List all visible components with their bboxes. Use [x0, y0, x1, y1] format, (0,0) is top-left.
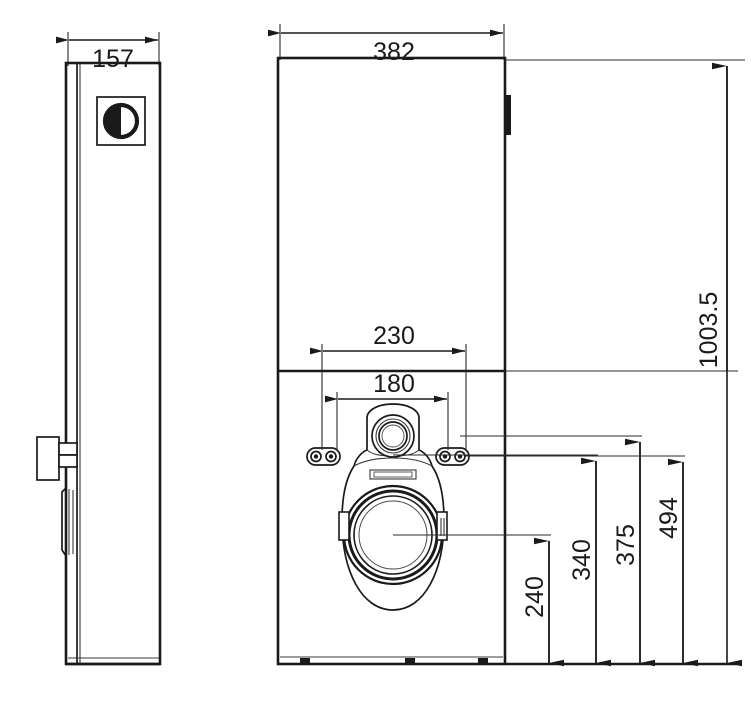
- side-view: 157: [36, 32, 162, 666]
- bolt-hole-slot-right: [435, 447, 470, 466]
- flush-plate-ring: [102, 102, 140, 140]
- dimension-382: 382: [268, 24, 505, 66]
- dimension-180: 180: [325, 370, 449, 450]
- soil-outlet-lug-left: [338, 511, 350, 541]
- front-foot-mid: [405, 658, 415, 663]
- front-foot-right: [478, 658, 488, 663]
- dimension-label-230: 230: [373, 322, 415, 350]
- front-cabinet-outline: [276, 56, 507, 666]
- dimension-label-180: 180: [373, 370, 415, 398]
- dimension-1003-5: 1003.5: [505, 59, 745, 667]
- inlet-collar-upper: [58, 442, 78, 456]
- cistern-door-hinge[interactable]: [506, 95, 511, 135]
- dimension-157: 157: [56, 32, 160, 73]
- front-foot-left: [300, 658, 310, 663]
- dimension-label-157: 157: [92, 45, 134, 73]
- dimension-230: 230: [310, 322, 467, 450]
- inspection-panel-face[interactable]: [61, 485, 67, 559]
- dimension-340: 340: [393, 454, 611, 667]
- inspection-panel[interactable]: [61, 485, 74, 559]
- dimension-label-382: 382: [373, 38, 415, 66]
- dimension-label-375: 375: [612, 524, 640, 566]
- dimension-label-1003-5: 1003.5: [695, 292, 723, 368]
- dimension-label-340: 340: [568, 539, 596, 581]
- dimension-375: 375: [460, 435, 655, 667]
- dimension-label-240: 240: [521, 576, 549, 618]
- inlet-collar-lower: [58, 454, 78, 468]
- connector-clamp-band: [369, 469, 417, 480]
- soil-outlet-lug-right: [436, 511, 448, 541]
- flush-plate[interactable]: [96, 96, 146, 146]
- dimension-240: 240: [393, 534, 564, 667]
- dimension-label-494: 494: [655, 497, 683, 539]
- water-inlet-fitting: [36, 436, 78, 481]
- connector-body: [341, 403, 445, 611]
- bolt-hole-slot-left: [306, 447, 341, 466]
- dimension-494: 494: [465, 455, 698, 667]
- flush-pipe-outlet: [371, 414, 415, 458]
- half-filled-circle-icon: [105, 105, 121, 137]
